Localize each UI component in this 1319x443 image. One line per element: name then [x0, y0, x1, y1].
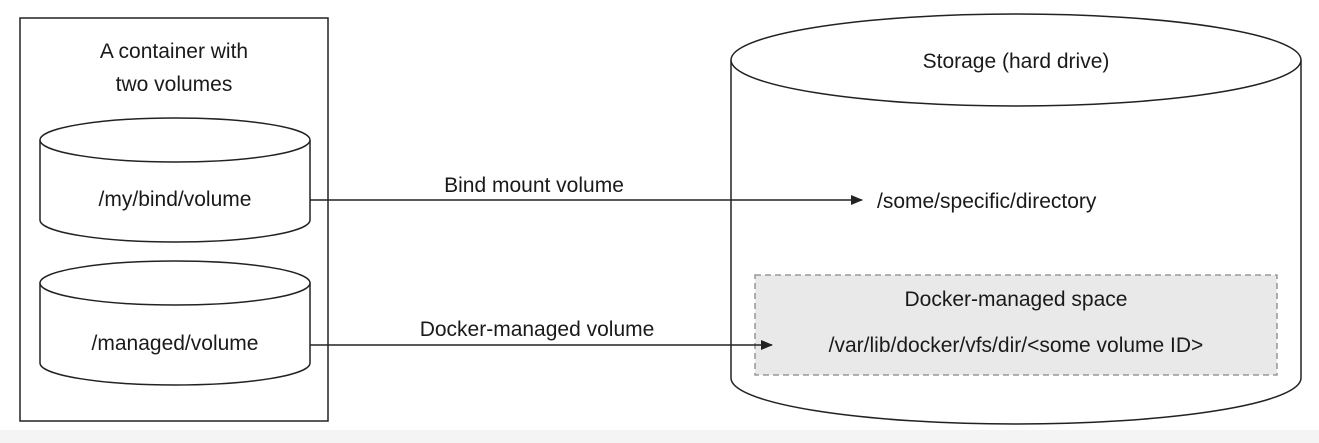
managed-volume-arrow: Docker-managed volume — [310, 318, 773, 350]
bind-volume-cylinder: /my/bind/volume — [39, 117, 311, 243]
managed-space-path: /var/lib/docker/vfs/dir/<some volume ID> — [829, 334, 1204, 357]
bind-mount-arrow: Bind mount volume — [310, 174, 863, 205]
bind-volume-label: /my/bind/volume — [99, 188, 252, 211]
bottom-strip — [0, 430, 1319, 443]
container-title-line1: A container with — [100, 40, 248, 63]
managed-volume-arrow-label: Docker-managed volume — [420, 318, 655, 341]
managed-space-title: Docker-managed space — [905, 288, 1128, 311]
bind-target-path: /some/specific/directory — [877, 190, 1097, 213]
container-title-line2: two volumes — [116, 73, 233, 96]
bind-mount-arrow-label: Bind mount volume — [444, 174, 624, 197]
storage-title: Storage (hard drive) — [923, 50, 1110, 73]
managed-volume-cylinder: /managed/volume — [39, 260, 311, 386]
managed-volume-label: /managed/volume — [92, 332, 259, 355]
docker-managed-space: Docker-managed space /var/lib/docker/vfs… — [754, 274, 1278, 376]
